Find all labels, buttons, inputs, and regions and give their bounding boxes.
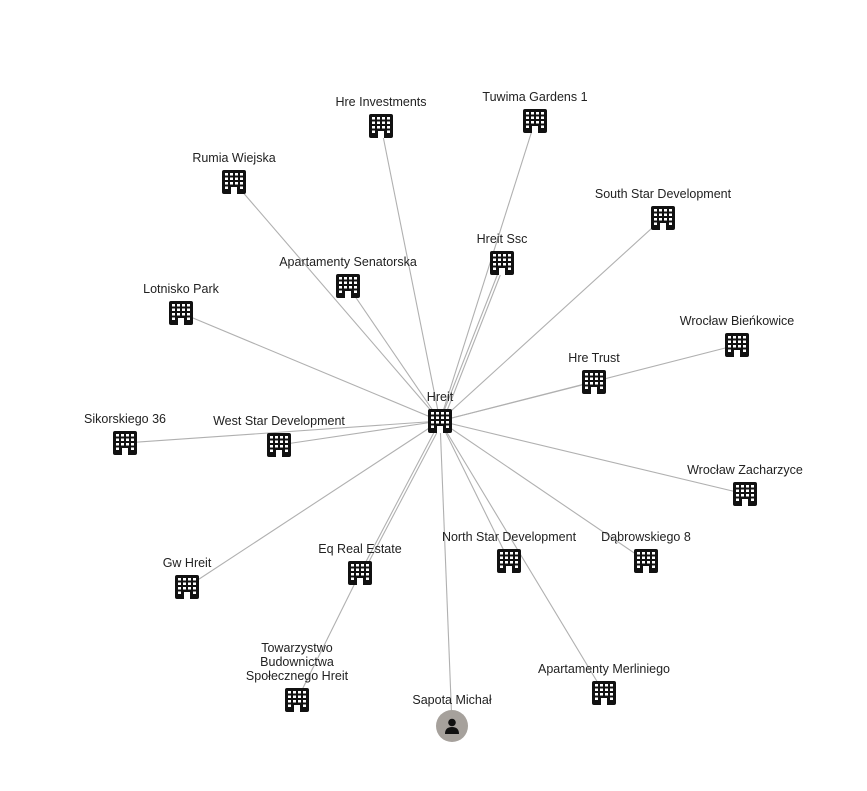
edge-hreit-north-star — [439, 420, 510, 562]
edge-hreit-zacharzyce — [439, 420, 746, 495]
node-label: Sapota Michał — [412, 693, 491, 707]
edge-hreit-dabrowskiego — [439, 420, 647, 562]
building-icon — [497, 549, 521, 573]
node-lotnisko[interactable]: Lotnisko Park — [143, 282, 220, 325]
node-label: West Star Development — [213, 414, 345, 428]
node-dabrowskiego[interactable]: Dąbrowskiego 8 — [601, 530, 691, 573]
building-icon — [285, 688, 309, 712]
edge-hreit-sapota — [439, 420, 453, 727]
node-label: Gw Hreit — [163, 556, 212, 570]
building-icon — [428, 409, 452, 433]
edge-hreit-rumia — [233, 181, 441, 422]
edge-hreit-hre-investments — [380, 125, 441, 422]
edge-hreit-tuwima — [439, 120, 536, 422]
building-icon — [582, 370, 606, 394]
building-icon — [175, 575, 199, 599]
node-label: Społecznego Hreit — [246, 669, 349, 683]
node-tuwima[interactable]: Tuwima Gardens 1 — [482, 90, 588, 133]
building-icon — [169, 301, 193, 325]
node-zacharzyce[interactable]: Wrocław Zacharzyce — [687, 463, 803, 506]
edge-eq-tbs — [296, 572, 361, 701]
edge-hreit-senatorska — [347, 285, 441, 422]
node-label: Apartamenty Senatorska — [279, 255, 417, 269]
node-label: South Star Development — [595, 187, 732, 201]
edge-hreit-hre-trust — [439, 381, 595, 422]
node-label: Tuwima Gardens 1 — [482, 90, 587, 104]
node-south-star[interactable]: South Star Development — [595, 187, 732, 230]
node-label: Dąbrowskiego 8 — [601, 530, 691, 544]
building-icon — [222, 170, 246, 194]
edge-hreit-gw-hreit — [186, 420, 441, 588]
node-bienkowice[interactable]: Wrocław Bieńkowice — [680, 314, 794, 357]
node-hre-investments[interactable]: Hre Investments — [335, 95, 427, 138]
node-label: North Star Development — [442, 530, 577, 544]
building-icon — [733, 482, 757, 506]
node-label: Hreit Ssc — [477, 232, 528, 246]
edge-hreit-hreit-ssc — [439, 262, 503, 422]
node-label: Towarzystwo — [261, 641, 333, 655]
node-label: Eq Real Estate — [318, 542, 401, 556]
building-icon — [651, 206, 675, 230]
node-label: Hre Investments — [335, 95, 426, 109]
node-label: Hreit — [427, 390, 454, 404]
edge-hreit-eq — [359, 420, 441, 574]
edge-hreit-west-star — [278, 420, 441, 446]
node-rumia[interactable]: Rumia Wiejska — [192, 151, 276, 194]
building-icon — [523, 109, 547, 133]
edge-hreit-sikorskiego — [124, 420, 441, 444]
node-west-star[interactable]: West Star Development — [213, 414, 345, 457]
building-icon — [592, 681, 616, 705]
building-icon — [369, 114, 393, 138]
node-label: Budownictwa — [260, 655, 334, 669]
node-label: Apartamenty Merliniego — [538, 662, 670, 676]
edge-hreit-hreit-ssc — [442, 262, 506, 422]
building-icon — [113, 431, 137, 455]
building-icon — [634, 549, 658, 573]
building-icon — [490, 251, 514, 275]
edge-hreit-eq — [362, 420, 444, 574]
node-label: Wrocław Bieńkowice — [680, 314, 794, 328]
building-icon — [348, 561, 372, 585]
node-label: Rumia Wiejska — [192, 151, 275, 165]
node-sikorskiego[interactable]: Sikorskiego 36 — [84, 412, 166, 455]
node-senatorska[interactable]: Apartamenty Senatorska — [279, 255, 417, 298]
node-label: Wrocław Zacharzyce — [687, 463, 803, 477]
person-icon — [436, 710, 468, 742]
edge-hreit-lotnisko — [180, 312, 441, 422]
node-hreit[interactable]: Hreit — [427, 390, 454, 433]
building-icon — [267, 433, 291, 457]
building-icon — [725, 333, 749, 357]
node-north-star[interactable]: North Star Development — [442, 530, 577, 573]
node-label: Hre Trust — [568, 351, 620, 365]
node-sapota[interactable]: Sapota Michał — [412, 693, 492, 742]
node-gw-hreit[interactable]: Gw Hreit — [163, 556, 212, 599]
edge-hreit-merliniego — [439, 420, 605, 694]
node-eq[interactable]: Eq Real Estate — [318, 542, 402, 585]
node-hreit-ssc[interactable]: Hreit Ssc — [477, 232, 528, 275]
node-label: Sikorskiego 36 — [84, 412, 166, 426]
node-label: Lotnisko Park — [143, 282, 219, 296]
node-merliniego[interactable]: Apartamenty Merliniego — [538, 662, 670, 705]
building-icon — [336, 274, 360, 298]
edge-hreit-south-star — [439, 217, 664, 422]
node-hre-trust[interactable]: Hre Trust — [568, 351, 620, 394]
